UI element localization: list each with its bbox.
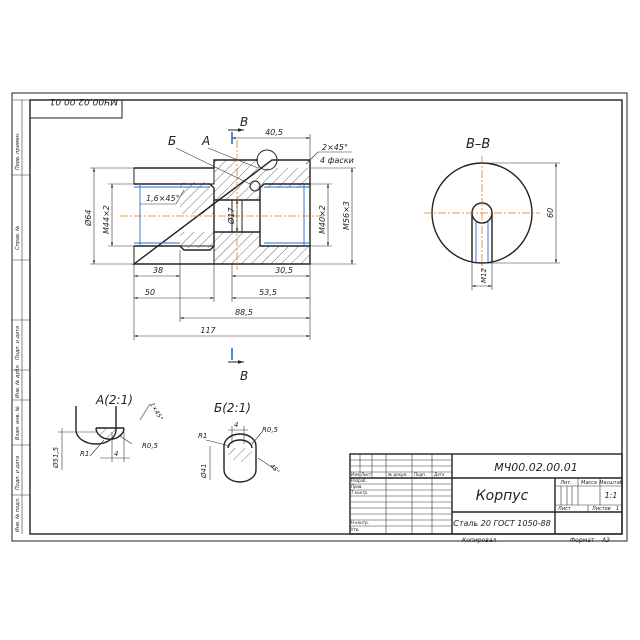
section-bb-dim60: 60 [546, 208, 555, 218]
side-cell-3: Инв. № дубл. [15, 364, 21, 398]
detail-a-r05: R0,5 [142, 442, 159, 450]
dim-m56: М56×3 [342, 201, 351, 230]
mark-v-top: В [240, 115, 248, 129]
side-cell-0: Перв. примен. [15, 132, 21, 170]
detail-a-title: А(2:1) [95, 393, 133, 407]
tb-row-list: Лист [360, 472, 372, 477]
detail-b-r05: R0,5 [262, 426, 279, 434]
section-bb-labels: В–В 60 М12 [466, 137, 555, 283]
dim-phi64: Ø64 [83, 210, 93, 227]
tb-row-podp: Подп. [414, 472, 426, 477]
dim-50: 50 [145, 288, 155, 297]
tb-copied: Копировал [462, 537, 496, 544]
top-code-text: МЧ00.02.00.01 [50, 96, 118, 106]
dim-30-5: 30,5 [275, 266, 293, 275]
tb-row-prov: Пров. [351, 484, 363, 489]
section-bb-title: В–В [466, 137, 490, 152]
dim-chamfer-16: 1,6×45° [146, 194, 180, 203]
dim-m40: М40×2 [318, 205, 327, 234]
tb-format-label: Формат [570, 537, 595, 544]
tb-name: Корпус [476, 488, 529, 504]
tb-row-tkontr: Т.контр. [351, 490, 368, 495]
sheet-frame [11, 92, 628, 542]
detail-b-phi41: Ø41 [200, 464, 208, 479]
dim-88-5: 88,5 [235, 308, 253, 317]
tb-code: МЧ00.02.00.01 [494, 461, 578, 474]
tb-sheets-label: Листов [591, 506, 611, 512]
dim-m44: М44×2 [102, 205, 111, 234]
top-code-box: МЧ00.02.00.01 [29, 96, 123, 119]
dim-phi17: Ø17 [226, 207, 236, 225]
tb-material: Сталь 20 ГОСТ 1050-88 [453, 519, 550, 528]
mark-b-letter: Б [168, 134, 176, 148]
main-section-view [120, 128, 324, 364]
section-bb-m12: М12 [480, 268, 488, 283]
section-bb-view [424, 156, 560, 290]
dim-117: 117 [200, 326, 216, 335]
detail-a-r1: R1 [80, 450, 89, 458]
dim-chamfer: 2×45° [322, 143, 348, 152]
detail-b-angle: 45° [268, 463, 280, 476]
detail-b-d4: 4 [234, 421, 238, 429]
detail-b-title: Б(2:1) [214, 401, 251, 415]
detail-a-d4: 4 [114, 450, 118, 458]
side-cell-5: Подп. и дата [15, 456, 21, 490]
tb-col-mass: Масса [581, 480, 597, 486]
tb-col-lit: Лит. [559, 480, 572, 486]
tb-row-izm: Изм [351, 472, 359, 477]
side-cell-1: Справ. № [15, 226, 21, 250]
side-stamp-labels: Перв. примен. Справ. № Подп. и дата Инв.… [15, 132, 21, 532]
main-view-dimensions: 40,5 2×45° 4 фаски Ø64 М44×2 1,6×45° Ø17… [83, 128, 356, 340]
detail-a-angle: 1×45° [148, 402, 164, 422]
detail-a-view [58, 403, 151, 470]
tb-sheet-label: Лист [557, 506, 572, 512]
mark-a-letter: А [201, 134, 210, 148]
dim-38: 38 [153, 266, 163, 275]
title-block-text: МЧ00.02.00.01 Корпус Сталь 20 ГОСТ 1050-… [351, 461, 623, 544]
tb-format-value: А3 [601, 537, 610, 544]
dim-53-5: 53,5 [259, 288, 277, 297]
side-cell-2: Подп. и дата [15, 326, 21, 360]
mark-v-bottom: В [240, 369, 248, 383]
dim-chamfer-note: 4 фаски [320, 156, 354, 165]
side-cell-4: Взам. инв. № [15, 406, 21, 440]
tb-row-ndok: № докум. [387, 472, 408, 477]
detail-b-r1: R1 [198, 432, 207, 440]
tb-scale-value: 1:1 [605, 491, 618, 500]
detail-a-phi51-5: Ø51,5 [52, 446, 60, 469]
dim-40-5: 40,5 [265, 128, 283, 137]
tb-row-nkontr: Н.контр. [351, 520, 369, 525]
tb-sheets-value: 1 [616, 506, 619, 512]
side-cell-6: Инв. № подл. [15, 498, 21, 533]
detail-b-view [205, 426, 277, 483]
title-block [349, 453, 623, 535]
tb-row-data: Дата [433, 472, 445, 477]
tb-col-scale: Масштаб [599, 480, 623, 486]
detail-a-labels: А(2:1) Ø51,5 R1 R0,5 4 1×45° [52, 393, 164, 469]
tb-row-razrab: Разраб. [351, 478, 367, 483]
tb-row-utv: Утв. [351, 527, 359, 532]
main-view-labels: Б А В В [168, 115, 259, 383]
